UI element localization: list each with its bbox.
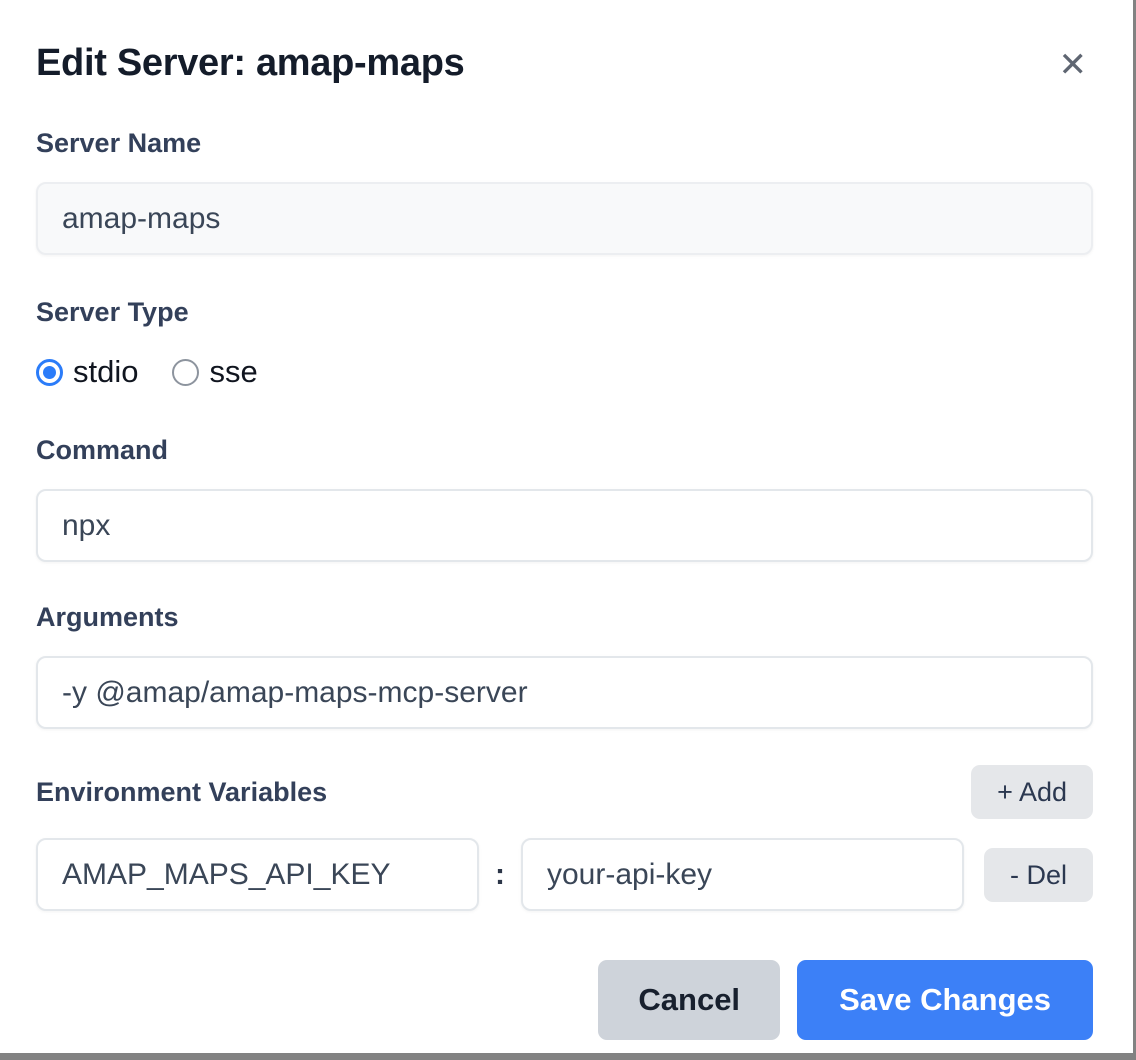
- command-group: Command: [36, 435, 1093, 562]
- env-vars-header: Environment Variables + Add: [36, 765, 1093, 819]
- env-key-input[interactable]: [36, 838, 479, 911]
- arguments-input[interactable]: [36, 656, 1093, 729]
- server-type-group: Server Type stdio sse: [36, 297, 1093, 389]
- env-colon-separator: :: [495, 857, 505, 891]
- command-input[interactable]: [36, 489, 1093, 562]
- radio-label-stdio: stdio: [73, 354, 139, 389]
- close-icon[interactable]: ✕: [1053, 46, 1094, 84]
- radio-option-sse[interactable]: sse: [172, 354, 258, 389]
- modal-title: Edit Server: amap-maps: [36, 42, 465, 84]
- radio-unselected-icon: [172, 358, 200, 386]
- server-type-label: Server Type: [36, 297, 189, 327]
- arguments-label: Arguments: [36, 602, 179, 632]
- env-del-wrap: - Del: [964, 847, 1093, 902]
- modal-footer: Cancel Save Changes: [36, 960, 1093, 1040]
- modal-header: Edit Server: amap-maps ✕: [36, 40, 1093, 86]
- server-name-label: Server Name: [36, 128, 202, 158]
- add-env-var-button[interactable]: + Add: [971, 765, 1093, 819]
- radio-option-stdio[interactable]: stdio: [36, 355, 138, 389]
- delete-env-var-button[interactable]: - Del: [983, 847, 1093, 902]
- server-type-radio-group: stdio sse: [36, 355, 1093, 389]
- radio-selected-icon: [36, 358, 63, 386]
- env-var-row: : - Del: [36, 838, 1093, 911]
- env-value-input[interactable]: [521, 838, 964, 911]
- radio-dot: [43, 365, 56, 379]
- radio-label-sse: sse: [209, 354, 258, 389]
- server-name-input[interactable]: [36, 182, 1093, 255]
- arguments-group: Arguments: [36, 602, 1093, 729]
- env-vars-label: Environment Variables: [36, 777, 328, 807]
- cancel-button[interactable]: Cancel: [598, 960, 781, 1040]
- server-name-group: Server Name: [36, 128, 1093, 255]
- save-button[interactable]: Save Changes: [797, 960, 1093, 1040]
- command-label: Command: [36, 435, 169, 465]
